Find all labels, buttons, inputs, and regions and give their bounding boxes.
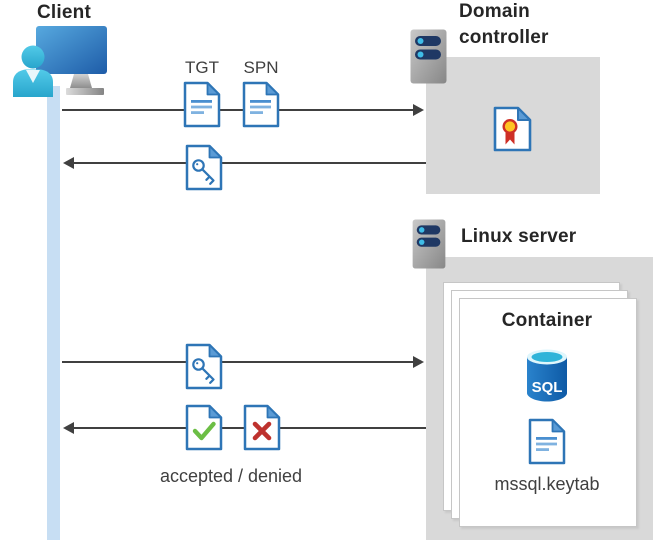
domain-controller-label-line1: Domain: [459, 1, 530, 22]
spn-document-icon: [242, 81, 280, 128]
sql-database-icon: SQL: [527, 349, 567, 402]
keytab-filename: mssql.keytab: [494, 474, 600, 494]
linux-server-label: Linux server: [461, 226, 577, 247]
certificate-document-icon: [493, 106, 532, 152]
container-title: Container: [501, 310, 593, 331]
denied-document-icon: [243, 404, 281, 451]
domain-controller-label-line2: controller: [459, 27, 549, 48]
arrowhead-left-icon: [63, 422, 74, 434]
client-label: Client: [37, 2, 91, 23]
tgt-label: TGT: [185, 58, 219, 77]
arrow-client-to-domain-controller: [62, 109, 414, 111]
container-page-front: [459, 298, 637, 527]
key-document-icon: [185, 144, 223, 191]
server-icon: [412, 219, 446, 269]
client-user-monitor-icon: [13, 26, 107, 97]
client-lifeline: [47, 86, 60, 540]
result-label: accepted / denied: [159, 466, 303, 486]
arrow-domain-controller-to-client: [73, 162, 426, 164]
server-icon: [410, 29, 447, 84]
key-document-icon: [185, 343, 223, 390]
arrowhead-right-icon: [413, 356, 424, 368]
accepted-document-icon: [185, 404, 223, 451]
arrowhead-right-icon: [413, 104, 424, 116]
spn-label: SPN: [243, 58, 279, 77]
arrowhead-left-icon: [63, 157, 74, 169]
keytab-document-icon: [528, 418, 566, 465]
arrow-client-to-linux-server: [62, 361, 414, 363]
sql-badge-text: SQL: [532, 379, 563, 396]
tgt-document-icon: [183, 81, 221, 128]
